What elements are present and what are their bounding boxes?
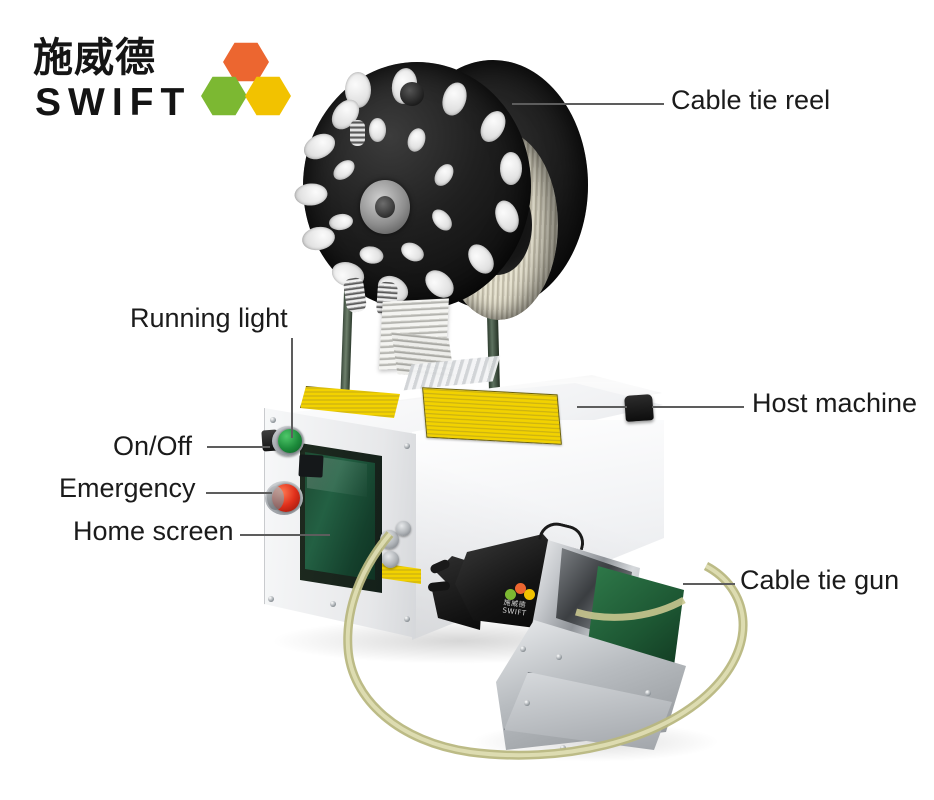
gun-screw — [560, 745, 566, 751]
panel-screw — [268, 596, 274, 602]
callout-host-machine: Host machine — [752, 388, 918, 418]
panel-screw — [404, 616, 410, 622]
cable-gland — [396, 521, 411, 536]
gun-screw — [524, 700, 530, 706]
gun-screw — [556, 654, 562, 660]
machine-top-knob[interactable] — [624, 394, 654, 422]
callout-cable-tie-gun: Cable tie gun — [740, 565, 900, 595]
callout-emergency: Emergency — [59, 473, 196, 503]
leader-running-light — [291, 338, 293, 438]
callout-on-off: On/Off — [113, 431, 193, 461]
callout-home-screen: Home screen — [73, 516, 234, 546]
leader-emergency — [206, 492, 272, 494]
reel-hole — [500, 152, 522, 185]
swift-logo: 施威德 SWIFT — [33, 35, 291, 136]
hexagon-green-icon — [201, 76, 247, 116]
logo-english-text: SWIFT — [35, 81, 192, 124]
gun-dot-yellow-icon — [524, 589, 535, 600]
callout-cable-tie-reel: Cable tie reel — [671, 85, 831, 115]
emergency-button-highlight — [267, 486, 284, 510]
leader-cable-tie-gun — [683, 583, 735, 585]
leader-host-machine-left — [577, 406, 627, 408]
logo-hexagons — [201, 42, 293, 128]
leader-on-off — [207, 446, 270, 448]
air-connector-upper — [380, 530, 399, 549]
screen-top-tab — [298, 454, 324, 478]
reel-hole-small — [369, 118, 386, 142]
leader-home-screen — [240, 534, 330, 536]
panel-screw — [270, 417, 276, 423]
logo-chinese-text: 施威德 — [33, 35, 156, 81]
leader-host-machine-right — [652, 406, 744, 408]
on-off-button[interactable] — [278, 429, 302, 453]
panel-screw — [330, 601, 336, 607]
reel-slot — [350, 120, 365, 146]
air-connector-lower — [382, 551, 399, 568]
callout-running-light: Running light — [130, 303, 288, 333]
gun-badge-text: 施威德 SWIFT — [502, 598, 528, 617]
warning-label-top — [422, 387, 562, 445]
panel-screw — [404, 443, 410, 449]
leader-cable-tie-reel — [512, 103, 664, 105]
gun-screw — [645, 690, 651, 696]
gun-logo-dots — [505, 583, 539, 600]
gun-screw — [520, 646, 526, 652]
reel-hub-center — [375, 196, 395, 218]
reel-mount-bolt — [400, 82, 424, 106]
